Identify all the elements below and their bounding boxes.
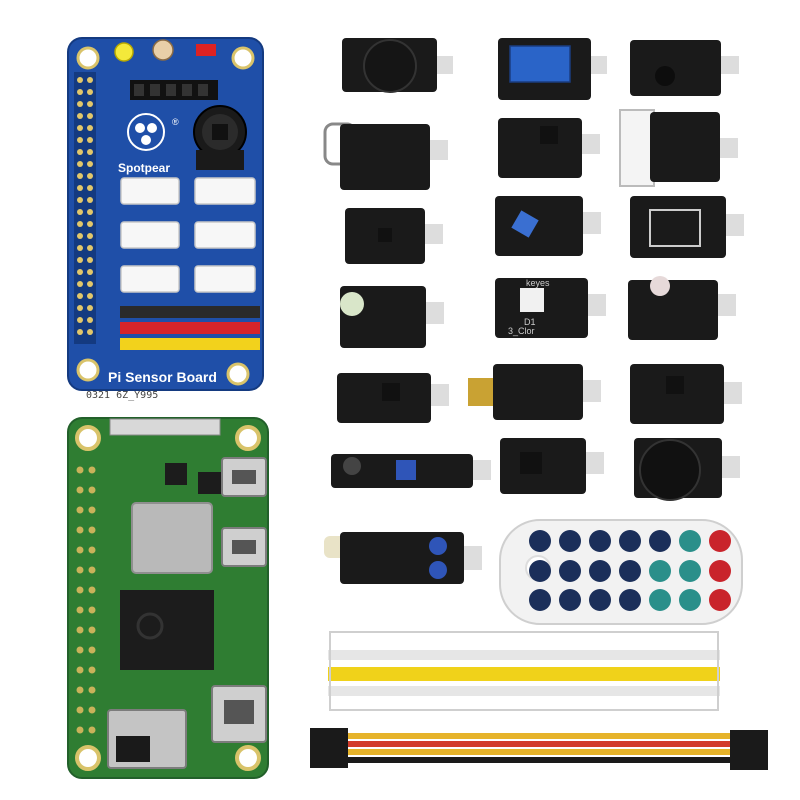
line-tracking-module [331, 454, 491, 488]
svg-text:®: ® [172, 117, 179, 127]
jst-connectors [120, 177, 256, 293]
hw-505-module [628, 276, 736, 340]
d1-label: D1 [524, 317, 536, 327]
hw-498-module [337, 373, 449, 423]
hw-485-module [630, 196, 744, 258]
button-module [495, 196, 601, 256]
board-title: Pi Sensor Board [108, 369, 217, 385]
ir-remote [499, 519, 743, 625]
joystick-module [342, 38, 453, 93]
sensor-modules: keyes D1 3_Clor [323, 38, 744, 584]
buzzer-module [634, 438, 740, 501]
rgb-led-module: keyes D1 3_Clor [495, 278, 606, 338]
color-label: 3_Clor [508, 326, 535, 336]
pi-gpio-holes [76, 466, 96, 734]
dupont-ribbon-cable [310, 728, 768, 770]
brand-label: Spotpear [118, 161, 170, 175]
keyes-label: keyes [526, 278, 550, 288]
board-code: 0321 6Z_Y995 [86, 390, 158, 401]
relay-module [498, 38, 607, 100]
pi-sensor-board: ® Spotpear Pi Sensor Board [67, 37, 264, 391]
sensor-module-2 [498, 118, 600, 178]
laser-module [468, 364, 601, 420]
ir-receiver-module [500, 438, 604, 494]
tilt-sensor-module [619, 109, 738, 187]
sensor-module-1 [630, 40, 739, 96]
pin-header-strip [328, 631, 720, 711]
color-pin-headers [120, 306, 260, 350]
hw-506-module [630, 364, 742, 424]
remote-button-grid [529, 530, 731, 611]
raspberry-pi-zero [67, 417, 269, 779]
spotpear-logo: ® [127, 113, 179, 151]
gpio-pins [74, 72, 96, 344]
led-module [340, 286, 444, 348]
reed-switch-module [323, 122, 448, 190]
sensor-module-3 [345, 208, 443, 264]
obstacle-sensor-module [324, 532, 482, 584]
potentiometer [193, 105, 247, 170]
